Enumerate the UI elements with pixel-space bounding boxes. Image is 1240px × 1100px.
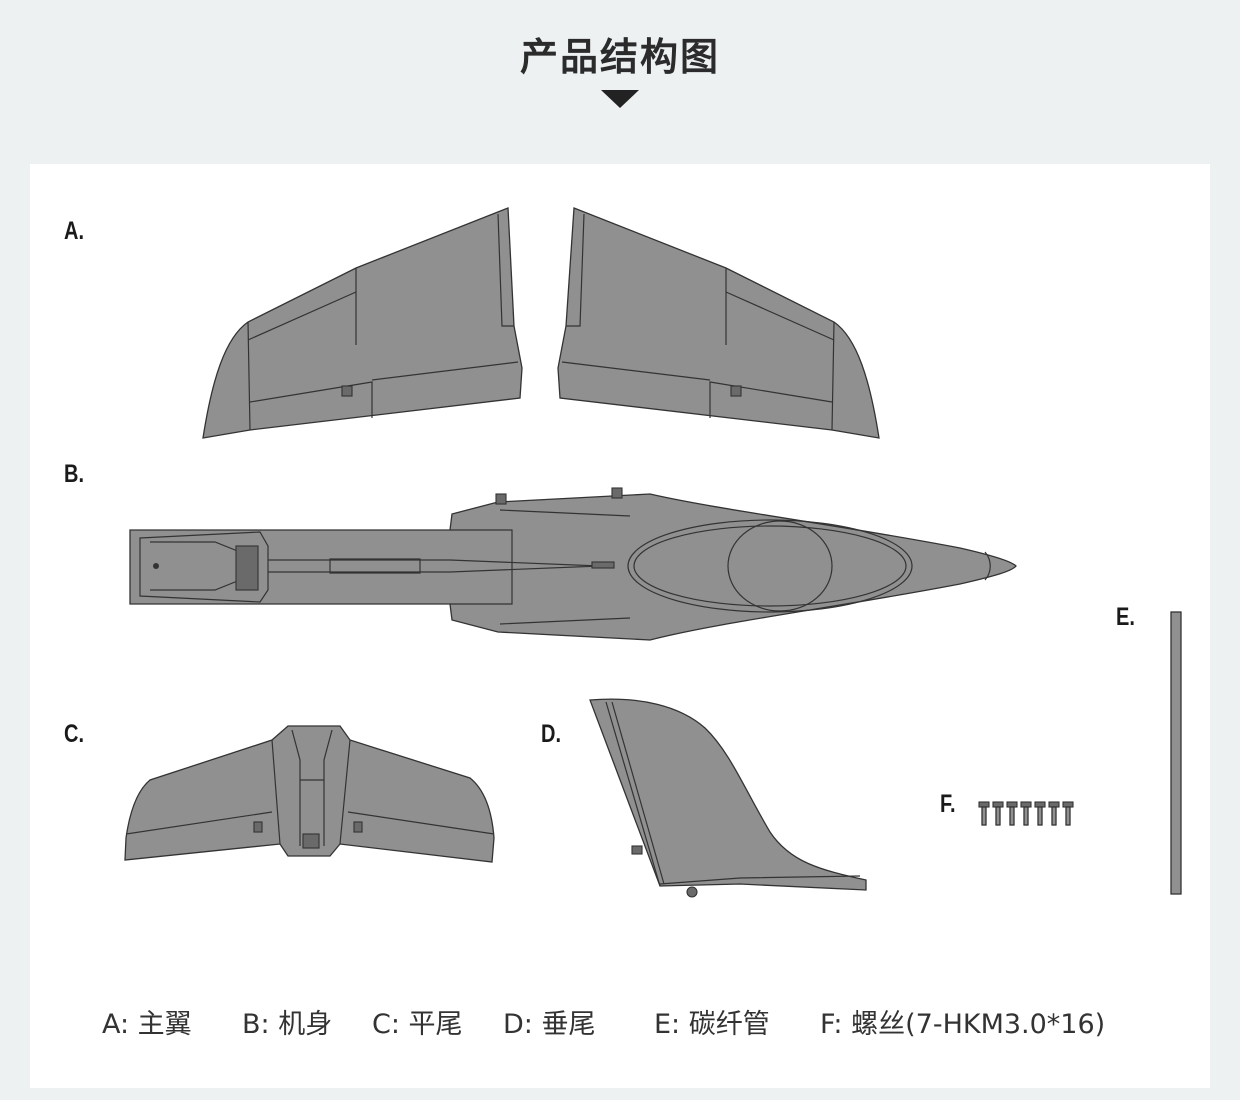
page-title: 产品结构图 bbox=[519, 35, 720, 79]
part-label-f: F. bbox=[940, 790, 956, 818]
screw-3 bbox=[1006, 801, 1018, 826]
legend-item-a: A: 主翼 bbox=[102, 1009, 192, 1040]
legend-item-e: E: 碳纤管 bbox=[654, 1009, 770, 1040]
legend-item-d: D: 垂尾 bbox=[503, 1009, 596, 1040]
screw-4 bbox=[1020, 801, 1032, 826]
fuselage bbox=[129, 487, 1017, 641]
part-label-b: B. bbox=[64, 460, 84, 488]
right-main-wing bbox=[557, 207, 880, 439]
screw-7 bbox=[1062, 801, 1074, 826]
screw-5 bbox=[1034, 801, 1046, 826]
screw-2 bbox=[992, 801, 1004, 826]
part-label-e: E. bbox=[1116, 603, 1135, 631]
part-label-d: D. bbox=[541, 720, 561, 748]
carbon-tube bbox=[1170, 611, 1182, 895]
legend-item-c: C: 平尾 bbox=[372, 1009, 463, 1040]
screw-1 bbox=[978, 801, 990, 826]
horizontal-stabilizer bbox=[124, 725, 495, 863]
left-main-wing bbox=[202, 207, 523, 439]
screw-6 bbox=[1048, 801, 1060, 826]
part-label-c: C. bbox=[64, 720, 84, 748]
screws bbox=[978, 801, 1074, 826]
vertical-fin bbox=[589, 698, 867, 898]
down-arrow-icon bbox=[601, 90, 639, 108]
legend-item-f: F: 螺丝(7-HKM3.0*16) bbox=[820, 1009, 1106, 1040]
part-label-a: A. bbox=[64, 217, 84, 245]
legend-item-b: B: 机身 bbox=[242, 1009, 333, 1040]
